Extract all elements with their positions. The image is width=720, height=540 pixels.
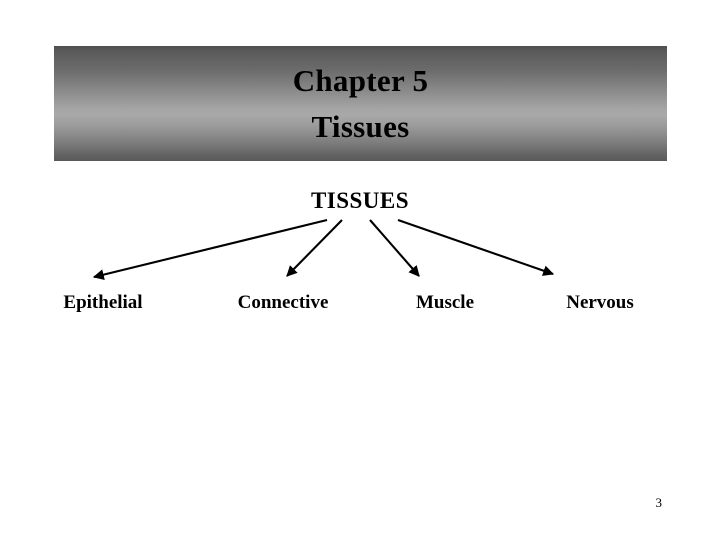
arrow-to-epithelial [92,218,328,280]
tree-leaf-nervous: Nervous [566,292,634,313]
arrow-to-nervous [397,219,555,276]
title-line-2: Tissues [311,108,410,144]
arrow-to-muscle [369,219,420,277]
tree-leaf-muscle: Muscle [415,292,475,313]
title-banner: Chapter 5 Tissues [54,46,667,161]
arrow-to-connective [286,219,343,277]
title-line-1: Chapter 5 [292,62,429,98]
tree-leaf-connective: Connective [237,292,329,313]
tree-root-label: TISSUES [310,188,410,213]
tree-leaf-epithelial: Epithelial [63,292,143,313]
page-number: 3 [655,495,663,510]
